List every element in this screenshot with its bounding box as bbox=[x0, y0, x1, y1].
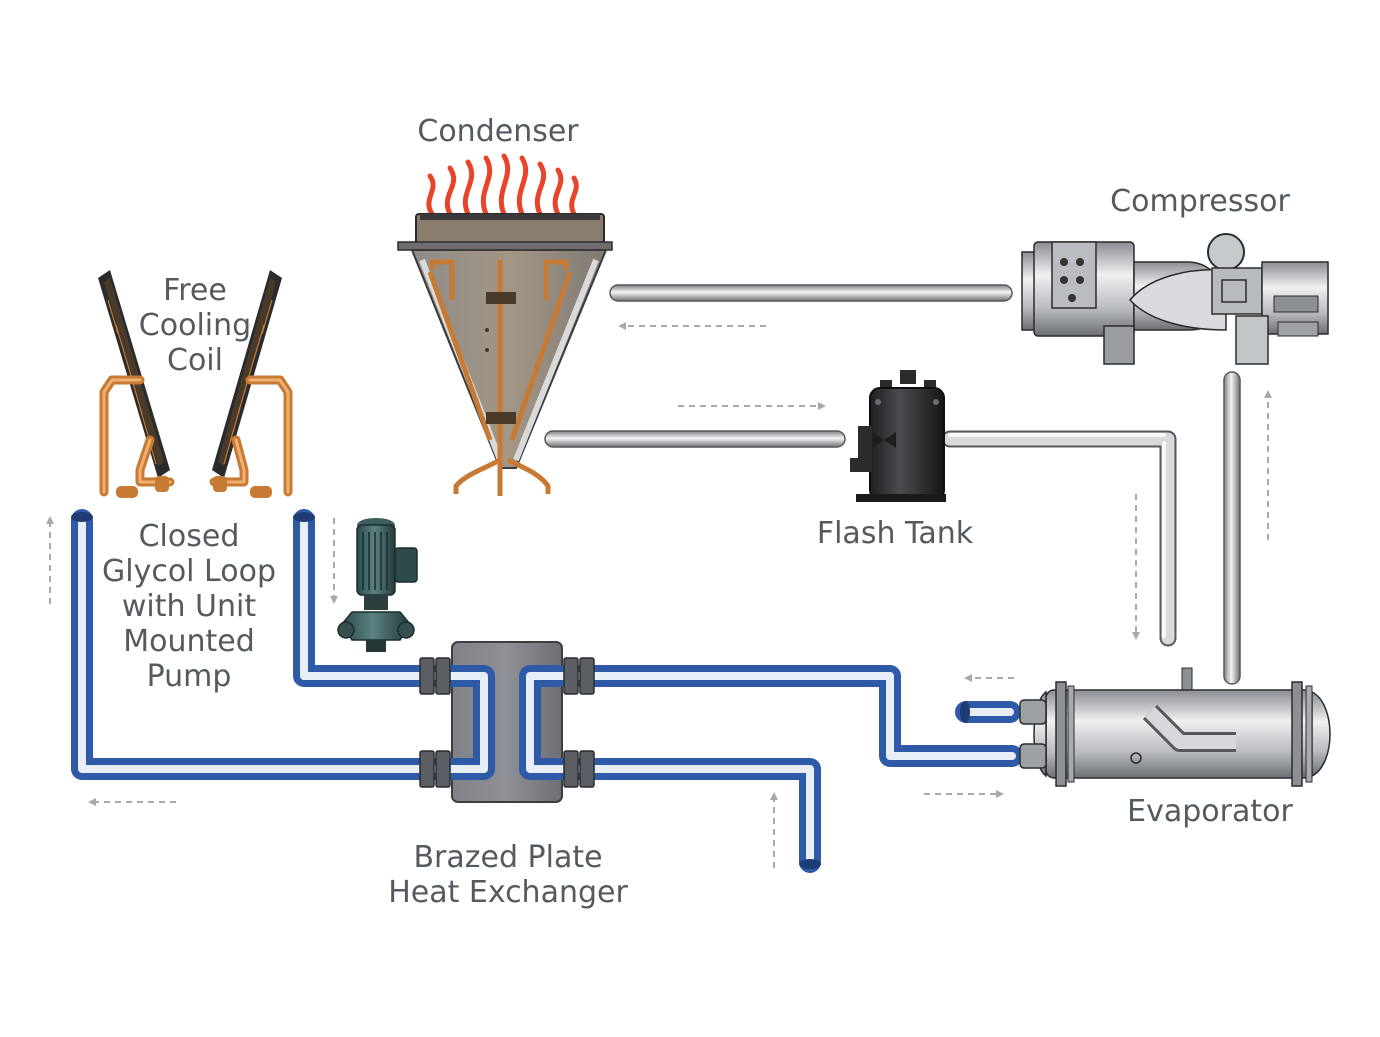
compressor-label: Compressor bbox=[1110, 184, 1290, 219]
condenser-label: Condenser bbox=[417, 114, 579, 149]
flash-tank-label: Flash Tank bbox=[816, 516, 974, 551]
free-cooling-coil bbox=[98, 270, 293, 498]
condenser bbox=[397, 153, 613, 496]
glycol-loop-pipes bbox=[71, 509, 1023, 873]
refrigerant-pipes bbox=[544, 284, 1241, 685]
heat-exchanger-label: Brazed Plate Heat Exchanger bbox=[388, 840, 628, 910]
compressor bbox=[1021, 233, 1329, 365]
evaporator bbox=[1019, 667, 1331, 787]
pump-icon bbox=[337, 518, 418, 652]
evaporator-label: Evaporator bbox=[1127, 794, 1293, 829]
free-cooling-coil-label: Free Cooling Coil bbox=[138, 273, 252, 378]
flame-icon bbox=[426, 153, 579, 217]
flow-arrow-icon bbox=[46, 322, 1272, 868]
brazed-plate-heat-exchanger bbox=[419, 641, 595, 803]
flash-tank bbox=[850, 370, 946, 502]
glycol-loop-label: Closed Glycol Loop with Unit Mounted Pum… bbox=[102, 519, 276, 694]
